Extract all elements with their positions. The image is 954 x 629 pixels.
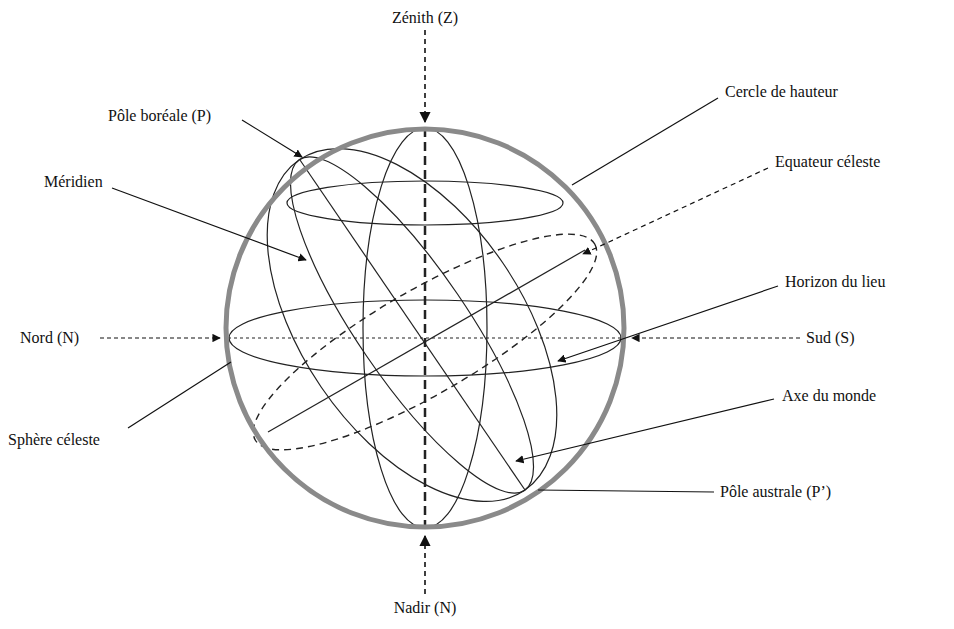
label: Pôle australe (P’) [720, 482, 831, 502]
leader-line [424, 536, 426, 594]
label: Axe du monde [782, 386, 876, 406]
label: Pôle boréale (P) [108, 106, 211, 126]
leader-line [100, 337, 220, 338]
leader-line [128, 362, 231, 428]
leader-line [583, 168, 768, 254]
label: Horizon du lieu [785, 272, 885, 292]
label: Nord (N) [20, 328, 79, 348]
label: Equateur céleste [775, 152, 880, 172]
label: Sphère céleste [8, 430, 100, 450]
leader-line [538, 490, 714, 492]
zenith-nadir-axis [424, 128, 427, 528]
sphere-outline [226, 129, 624, 527]
meridian-ellipse [254, 129, 570, 521]
leader-line [516, 399, 774, 461]
leader-line [572, 98, 718, 185]
leader-line [632, 337, 800, 338]
world-axis [300, 160, 525, 490]
leader-line [424, 30, 426, 122]
label: Sud (S) [806, 328, 854, 348]
leader-line [558, 286, 778, 361]
label: Nadir (N) [394, 598, 457, 618]
meridian-ellipse [208, 98, 615, 552]
label: Zénith (Z) [392, 8, 458, 28]
vertical-meridian [363, 128, 487, 528]
label: Cercle de hauteur [725, 82, 838, 102]
leader-line [242, 120, 302, 157]
equator-diameter [268, 250, 585, 432]
label: Méridien [44, 172, 103, 192]
leader-line [112, 188, 306, 260]
